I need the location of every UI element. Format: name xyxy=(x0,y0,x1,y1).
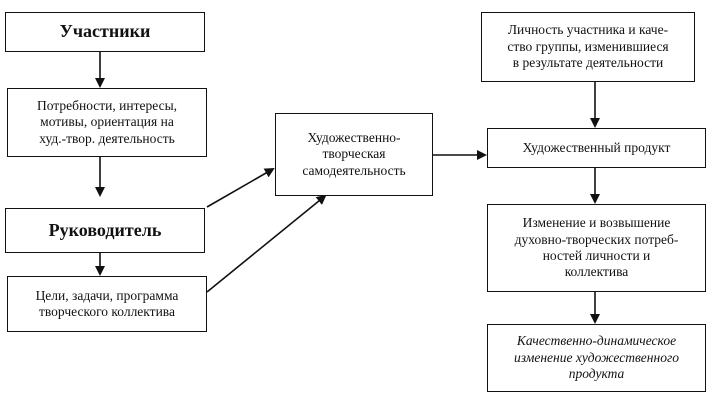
participants-box: Участники xyxy=(5,12,205,52)
product-box: Художественный продукт xyxy=(487,128,706,168)
quality-box: Качественно-динамическое изменение худож… xyxy=(487,324,706,392)
needs-box: Потребности, интересы, мотивы, ориентаци… xyxy=(7,88,207,157)
goals-label: Цели, задачи, программа творческого колл… xyxy=(35,287,179,319)
leader-label: Руководитель xyxy=(48,219,162,240)
personality-label: Личность участника и каче- ство группы, … xyxy=(507,22,669,71)
quality-label: Качественно-динамическое изменение худож… xyxy=(514,333,679,382)
needs-label: Потребности, интересы, мотивы, ориентаци… xyxy=(36,97,178,146)
growth-box: Изменение и возвышение духовно-творчески… xyxy=(487,204,706,292)
product-label: Художественный продукт xyxy=(522,139,671,155)
goals-box: Цели, задачи, программа творческого колл… xyxy=(7,276,207,332)
participants-label: Участники xyxy=(59,21,151,42)
growth-label: Изменение и возвышение духовно-творчески… xyxy=(514,215,679,280)
arrow-goals-to-creative xyxy=(206,194,327,293)
creative-label: Художественно- творческая самодеятельнос… xyxy=(302,129,406,178)
personality-box: Личность участника и каче- ство группы, … xyxy=(481,12,695,82)
creative-box: Художественно- творческая самодеятельнос… xyxy=(275,113,433,196)
arrow-leader-to-creative xyxy=(206,168,275,208)
leader-box: Руководитель xyxy=(5,208,205,253)
